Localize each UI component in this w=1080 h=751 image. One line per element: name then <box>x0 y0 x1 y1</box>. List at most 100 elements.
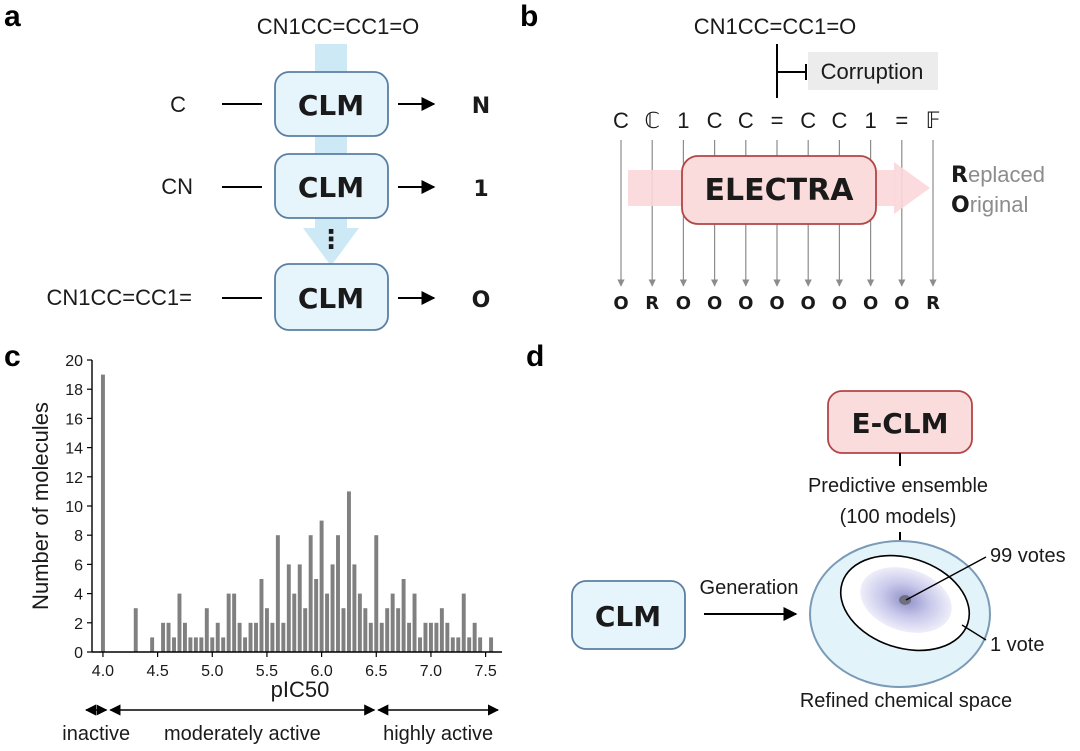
histogram-bar-1 <box>133 608 138 652</box>
histogram-bar-62 <box>489 637 494 652</box>
y-tick-label-2: 4 <box>74 587 83 604</box>
histogram-bar-6 <box>177 593 182 652</box>
histogram-bar-4 <box>166 622 171 652</box>
row-3-output: O <box>472 288 491 313</box>
x-tick-label-5: 6.5 <box>365 663 387 680</box>
row-2-output: 1 <box>473 177 488 202</box>
output-label-7: O <box>832 293 847 314</box>
corruption-label: Corruption <box>821 59 924 84</box>
y-tick-label-10: 20 <box>65 353 83 370</box>
histogram-bar-2 <box>150 637 155 652</box>
y-tick-label-3: 6 <box>74 557 83 574</box>
y-tick-label-6: 12 <box>65 470 83 487</box>
output-label-1: R <box>645 293 659 314</box>
histogram-bar-26 <box>286 564 291 652</box>
histogram-bar-48 <box>407 622 412 652</box>
histogram-bar-41 <box>368 622 373 652</box>
generation-label: Generation <box>700 577 799 599</box>
output-label-10: R <box>926 293 940 314</box>
panel-a-flow-arrowhead <box>303 228 359 266</box>
clm-block-d-label: CLM <box>595 600 661 633</box>
histogram-bar-5 <box>172 637 176 652</box>
histogram-bar-46 <box>396 608 401 652</box>
x-tick-label-6: 7.0 <box>420 663 442 680</box>
output-label-8: O <box>863 293 878 314</box>
votes-low-label: 1 vote <box>990 634 1044 656</box>
x-tick-label-1: 4.5 <box>146 663 168 680</box>
panel-d: d E-CLM Predictive ensemble (100 models)… <box>526 340 1066 712</box>
electra-block <box>681 155 877 225</box>
electra-label: ELECTRA <box>705 173 855 208</box>
histogram-bar-51 <box>423 622 428 652</box>
token-2: 1 <box>677 108 689 133</box>
panel-a-smiles: CN1CC=CC1=O <box>257 14 420 39</box>
y-tick-label-1: 2 <box>74 616 83 633</box>
y-axis-label: Number of molecules <box>28 402 53 610</box>
votes-low-leader <box>961 624 987 641</box>
output-label-3: O <box>707 293 722 314</box>
histogram-bar-42 <box>374 535 379 652</box>
histogram-bar-47 <box>401 579 406 652</box>
histogram-bar-37 <box>346 491 351 652</box>
histogram-bar-23 <box>270 622 275 652</box>
row-3-input: CN1CC=CC1= <box>47 285 193 310</box>
electra-flow-arrowhead <box>894 162 930 214</box>
y-tick-label-7: 14 <box>65 441 83 458</box>
ensemble-caption-1: Predictive ensemble <box>808 475 988 497</box>
token-8: 1 <box>864 108 876 133</box>
histogram-bar-22 <box>264 608 269 652</box>
histogram-bar-8 <box>188 637 193 652</box>
token-10: 𝔽 <box>926 108 941 133</box>
panel-letter-a: a <box>4 0 21 33</box>
output-label-9: O <box>894 293 909 314</box>
histogram-bar-60 <box>472 622 477 652</box>
votes-high-leader <box>905 556 987 601</box>
clm-block-3-label: CLM <box>298 282 364 315</box>
vote-peak <box>899 595 911 605</box>
histogram-bar-21 <box>259 579 264 652</box>
histogram-bar-20 <box>254 622 258 652</box>
histogram-bar-52 <box>428 622 433 652</box>
histogram-bar-54 <box>439 608 444 652</box>
histogram-bar-45 <box>390 593 395 652</box>
histogram-bar-58 <box>461 593 466 652</box>
histogram-bar-34 <box>330 564 335 652</box>
histogram-bar-28 <box>297 564 302 652</box>
histogram-bar-18 <box>243 637 248 652</box>
token-5: = <box>771 108 784 133</box>
histogram-bar-40 <box>363 608 368 652</box>
row-1-output: N <box>472 94 490 119</box>
x-axis-label: pIC50 <box>271 677 330 702</box>
token-4: C <box>738 108 754 133</box>
votes-high-label: 99 votes <box>990 545 1066 567</box>
output-label-2: O <box>676 293 691 314</box>
histogram-bar-30 <box>308 535 313 652</box>
row-2-input: CN <box>161 174 193 199</box>
histogram-bar-15 <box>226 593 231 652</box>
x-tick-label-2: 5.0 <box>201 663 223 680</box>
panel-letter-b: b <box>520 0 538 33</box>
histogram-bar-9 <box>193 637 198 652</box>
histogram-bar-0 <box>100 374 105 652</box>
range-label-0: inactive <box>62 723 130 745</box>
histogram-bar-3 <box>161 622 166 652</box>
histogram-bar-44 <box>385 608 390 652</box>
legend-replaced-initial: R <box>951 163 968 188</box>
histogram-bar-32 <box>319 520 324 652</box>
clm-block-1-label: CLM <box>298 89 364 122</box>
histogram-bar-31 <box>314 579 319 652</box>
y-tick-label-0: 0 <box>74 645 83 662</box>
clm-block-2-label: CLM <box>298 171 364 204</box>
legend-replaced-rest: eplaced <box>968 162 1045 187</box>
space-label: Refined chemical space <box>800 690 1012 712</box>
histogram-bar-19 <box>248 622 253 652</box>
histogram-bar-14 <box>221 637 226 652</box>
panel-letter-c: c <box>4 340 21 373</box>
histogram-bar-10 <box>199 637 204 652</box>
histogram-bar-56 <box>450 637 455 652</box>
range-label-1: moderately active <box>164 723 321 745</box>
histogram-bar-11 <box>204 608 209 652</box>
